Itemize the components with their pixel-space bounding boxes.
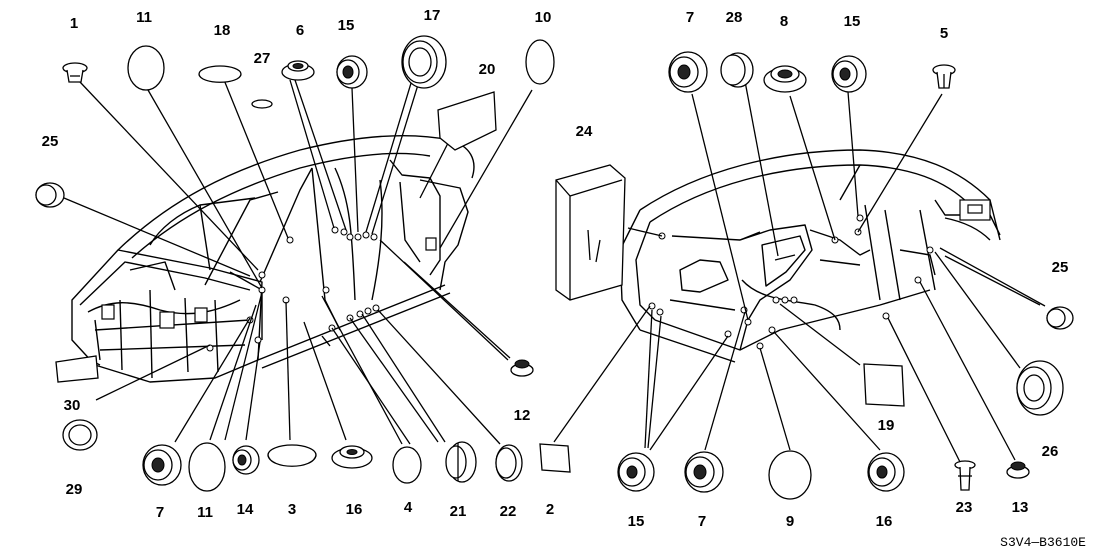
callout-23: 23 <box>956 499 973 516</box>
callout-25: 25 <box>42 133 59 150</box>
part-13-grommet <box>1006 461 1030 479</box>
drawing-code: S3V4—B3610E <box>1000 535 1086 550</box>
callout-1: 1 <box>70 15 78 32</box>
callout-16: 16 <box>346 501 363 518</box>
part-9-cap <box>768 450 812 500</box>
callout-3: 3 <box>288 501 296 518</box>
part-22-cap <box>495 444 523 482</box>
callout-27: 27 <box>254 50 271 67</box>
part-4-seal-disc <box>392 446 422 484</box>
part-28-cap <box>720 52 754 88</box>
part-2-seal-sheet <box>539 443 571 473</box>
callout-4: 4 <box>404 499 413 516</box>
part-23-stud-clip <box>954 460 976 491</box>
callout-15-top: 15 <box>844 13 861 30</box>
part-1-plug <box>62 62 88 83</box>
part-16-grommet-right <box>867 452 905 492</box>
part-14-grommet <box>232 445 260 475</box>
callout-30: 30 <box>64 397 81 414</box>
callout-12: 12 <box>514 407 531 424</box>
part-26-ring <box>1016 360 1064 416</box>
part-25-plug-right <box>1046 306 1074 330</box>
part-3-cap-plug <box>267 444 317 467</box>
part-18-cap-plug <box>198 65 242 83</box>
left-body-shell <box>71 135 475 383</box>
callout-26: 26 <box>1042 443 1059 460</box>
callout-24: 24 <box>576 123 593 140</box>
callout-5: 5 <box>940 25 948 42</box>
part-10-seal-disc <box>525 39 555 85</box>
callout-2: 2 <box>546 501 554 518</box>
callout-18: 18 <box>214 22 231 39</box>
callout-17: 17 <box>424 7 441 24</box>
callout-10: 10 <box>535 9 552 26</box>
right-body-shell <box>619 149 1001 363</box>
callout-11: 11 <box>136 9 152 26</box>
callout-8: 8 <box>780 13 788 30</box>
part-15-grommet-top <box>831 55 867 93</box>
part-7-grommet-top <box>668 51 708 93</box>
part-19-seal-sheet <box>863 363 905 407</box>
callout-labels: 1 11 18 27 6 15 17 20 10 25 24 30 29 7 1… <box>42 7 1069 530</box>
part-7-grommet-bottom <box>684 451 724 493</box>
part-15-grommet-bottom <box>617 452 655 492</box>
callout-19: 19 <box>878 417 895 434</box>
part-12-grommet <box>510 359 534 377</box>
part-7-grommet-left <box>142 444 182 486</box>
part-16-grommet-left <box>331 445 373 469</box>
callout-13: 13 <box>1012 499 1029 516</box>
part-8-grommet <box>763 65 807 93</box>
callout-15: 15 <box>338 17 355 34</box>
part-27-seal <box>251 99 273 109</box>
part-5-clip <box>932 64 956 89</box>
callout-14: 14 <box>237 501 254 518</box>
callout-15-bottom: 15 <box>628 513 645 530</box>
callout-11-bottom: 11 <box>197 504 213 521</box>
part-15-grommet <box>336 55 368 89</box>
parts <box>35 35 1074 500</box>
part-11-seal-disc <box>127 45 165 91</box>
callout-25-right: 25 <box>1052 259 1069 276</box>
part-11-seal-disc-bottom <box>188 442 226 492</box>
leader-lines <box>63 59 1046 463</box>
part-17-large-grommet <box>401 35 447 89</box>
part-30-seal-pad <box>55 355 99 383</box>
part-29-grommet <box>62 419 98 451</box>
callout-6: 6 <box>296 22 304 39</box>
callout-28: 28 <box>726 9 743 26</box>
part-25-plug-left <box>35 182 65 208</box>
callout-7-top: 7 <box>686 9 694 26</box>
callout-9: 9 <box>786 513 794 530</box>
callout-16-right: 16 <box>876 513 893 530</box>
part-24-insulator <box>555 164 626 301</box>
callout-20: 20 <box>479 61 496 78</box>
part-20-sheet-seal <box>437 91 497 151</box>
part-6-grommet <box>281 60 315 81</box>
callout-29: 29 <box>66 481 83 498</box>
part-21-grommet <box>445 441 477 483</box>
callout-7-bottom: 7 <box>698 513 706 530</box>
callout-7: 7 <box>156 504 164 521</box>
callout-21: 21 <box>450 503 467 520</box>
callout-22: 22 <box>500 503 517 520</box>
